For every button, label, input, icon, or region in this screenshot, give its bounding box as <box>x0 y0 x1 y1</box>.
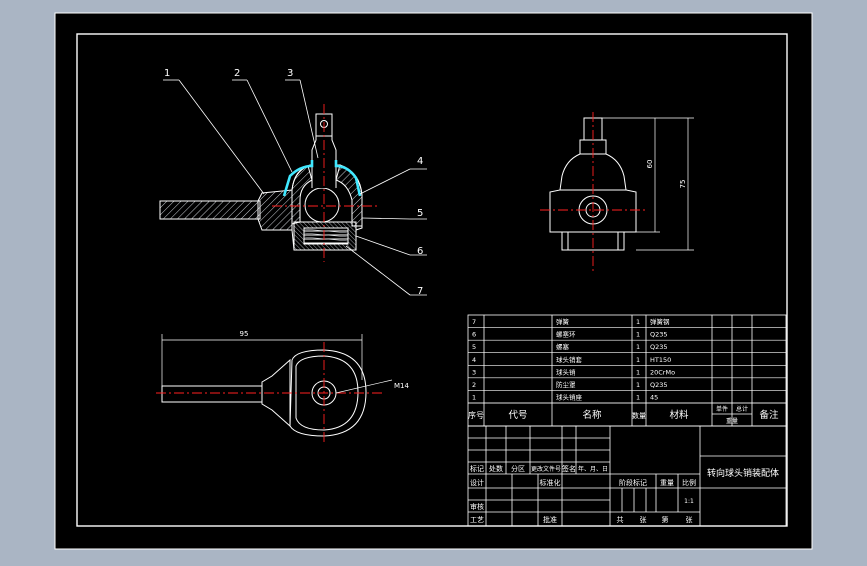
bom-header-no: 序号 <box>468 410 484 420</box>
bom-cell-qty: 1 <box>636 343 640 351</box>
bom-cell-material: Q235 <box>650 381 668 389</box>
dim-thread: M14 <box>394 382 409 390</box>
bom-cell-name: 弹簧 <box>556 317 570 326</box>
bom-header-weight: 重量 <box>726 417 738 425</box>
label-scale: 比例 <box>682 478 696 487</box>
balloon-6: 6 <box>417 246 423 257</box>
bom-cell-name: 螺塞环 <box>556 330 576 339</box>
bom-cell-name: 球头销套 <box>556 355 583 364</box>
bom-cell-material: 45 <box>650 393 658 401</box>
bom-cell-no: 1 <box>472 393 476 401</box>
side-centerlines <box>540 112 646 274</box>
title-block-grid <box>467 425 787 527</box>
bom-cell-material: 20CrMo <box>650 368 675 376</box>
label-sheets: 张 <box>640 515 647 524</box>
bom-cell-material: HT150 <box>650 356 671 364</box>
top-dimension-lines <box>161 334 393 394</box>
balloon-3: 3 <box>287 68 293 79</box>
scale-value: 1:1 <box>684 498 694 505</box>
dim-height-inner: 60 <box>646 160 654 169</box>
paper <box>54 12 813 550</box>
bom-cell-material: Q235 <box>650 343 668 351</box>
bom-cell-no: 2 <box>472 381 476 389</box>
label-change-doc: 更改文件号 <box>531 465 561 473</box>
bom-cell-material: Q235 <box>650 331 668 339</box>
label-approve: 批准 <box>543 515 557 524</box>
bom-cell-name: 螺塞 <box>556 342 570 351</box>
label-zone: 分区 <box>511 464 525 473</box>
label-process: 工艺 <box>470 516 484 524</box>
bom-cell-qty: 1 <box>636 393 640 401</box>
label-date: 年、月、日 <box>578 465 608 473</box>
balloon-7: 7 <box>417 286 423 297</box>
balloon-1: 1 <box>164 68 170 79</box>
drawing-title: 转向球头销装配体 <box>707 467 779 479</box>
label-sign: 签名 <box>562 464 576 473</box>
drawing-frame <box>76 33 788 527</box>
label-sheets-total: 共 <box>617 515 624 524</box>
top-centerlines <box>156 342 384 444</box>
bom-header-code: 代号 <box>508 410 527 421</box>
label-sheets-2: 张 <box>686 515 693 524</box>
front-section-view <box>159 113 363 251</box>
balloon-2: 2 <box>234 68 240 79</box>
bom-cell-no: 3 <box>472 368 476 376</box>
front-centerlines <box>272 104 380 262</box>
bom-cell-qty: 1 <box>636 331 640 339</box>
balloon-labels: 1 2 3 4 5 6 7 <box>164 68 423 297</box>
label-mark: 标记 <box>470 464 484 473</box>
label-sheet-no: 第 <box>662 515 669 524</box>
label-weight: 重量 <box>660 479 674 487</box>
balloon-5: 5 <box>417 208 423 219</box>
bom-header-total-weight: 总计 <box>736 405 748 413</box>
bom-cell-name: 球头销座 <box>556 392 583 401</box>
bom-header-name: 名称 <box>582 409 602 421</box>
bom-cell-no: 5 <box>472 343 476 351</box>
label-check: 审核 <box>470 502 484 511</box>
bom-header-unit-weight: 单件 <box>716 405 728 413</box>
bom-cell-qty: 1 <box>636 381 640 389</box>
bom-cell-no: 7 <box>472 318 476 326</box>
bom-cell-no: 6 <box>472 331 476 339</box>
label-standardize: 标准化 <box>540 478 561 487</box>
dim-length: 95 <box>240 330 249 338</box>
bom-header-row: 序号 代号 名称 数量 材料 单件 总计 重量 备注 <box>468 405 779 425</box>
label-design: 设计 <box>470 478 484 487</box>
bom-cell-no: 4 <box>472 356 476 364</box>
leader-lines <box>163 79 427 296</box>
side-dimension-lines <box>602 117 694 251</box>
bom-cell-qty: 1 <box>636 318 640 326</box>
bom-header-material: 材料 <box>669 409 689 421</box>
bom-header-qty: 数量 <box>632 411 646 420</box>
bom-header-remark: 备注 <box>759 409 779 421</box>
label-count: 处数 <box>489 464 503 473</box>
bom-cell-qty: 1 <box>636 356 640 364</box>
label-stage-mark: 阶段标记 <box>619 478 647 487</box>
title-block-labels: 转向球头销装配体 标记 处数 分区 更改文件号 签名 年、月、日 设计 标准化 … <box>470 464 779 524</box>
bom-cell-material: 弹簧钢 <box>650 317 670 326</box>
bom-cell-qty: 1 <box>636 368 640 376</box>
dim-height-outer: 75 <box>679 180 687 189</box>
balloon-4: 4 <box>417 156 423 167</box>
bom-cell-name: 防尘罩 <box>556 380 576 389</box>
bom-cell-name: 球头销 <box>556 367 576 376</box>
